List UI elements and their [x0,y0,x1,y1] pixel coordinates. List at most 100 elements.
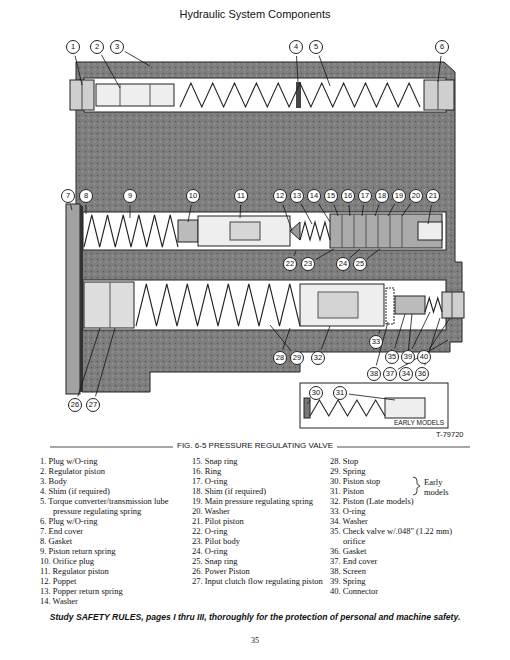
leader-line [349,205,350,216]
parts-list-item: 2. Regulator piston [40,466,185,476]
parts-list-item: 4. Shim (if required) [40,486,185,496]
leader-line [188,205,191,222]
callout-number: 9 [123,189,137,203]
callout-number: 32 [311,351,325,365]
leader-line [307,400,310,404]
callout-number: 15 [324,189,338,203]
upper-parts-shape [150,84,151,106]
parts-list-item: 19. Main pressure regulating spring [192,496,324,506]
parts-list-item: 26. Power Piston [192,566,324,576]
callout-number: 23 [301,257,315,271]
spring-coil [425,298,442,312]
upper-parts [70,80,454,110]
leader-line [379,330,380,334]
early-model-inset-shape [304,398,310,418]
middle-parts-shape [230,222,260,240]
upper-parts-shape [424,80,454,110]
leader-line [428,205,431,224]
parts-list-item: 28. Stop [330,456,458,466]
callout-number: 3 [110,40,124,54]
page-header: Hydraulic System Components [0,8,510,20]
lower-parts-shape [300,284,384,326]
leader-line [240,205,242,218]
leader-line [321,326,330,350]
valve-body [76,62,462,392]
spring-coil [300,222,330,240]
callout-number: 30 [309,386,323,400]
parts-list-item: 3. Body [40,476,185,486]
callout-number: 26 [68,398,82,412]
leader-line [316,249,334,260]
callout-number: 18 [375,189,389,203]
callout-number: 35 [385,350,399,364]
parts-list-item: 36. Gasket [330,546,458,556]
lower-parts-shape [452,292,453,318]
parts-list-item: 21. Pilot piston [192,516,324,526]
drawing-number: T-79720 [436,430,464,439]
figure-caption: FIG. 6-5 PRESSURE REGULATING VALVE [173,441,337,450]
callout-number: 39 [401,350,415,364]
leader-line [71,205,73,210]
parts-list-item: 7. End cover [40,526,185,536]
callout-number: 13 [290,189,304,203]
parts-list-item: 17. O-ring [192,476,324,486]
inset-label: EARLY MODELS [392,419,446,426]
parts-list-item: 24. O-ring [192,546,324,556]
spring-coil [84,215,178,247]
parts-list-item: 20. Washer [192,506,324,516]
leader-line [438,56,441,82]
leader-line [319,56,330,87]
leader-line [412,312,430,349]
leader-line [362,205,364,216]
callout-number: 19 [392,189,406,203]
leader-line [78,328,100,396]
leader-line [101,55,120,88]
parts-list-item: 14. Washer [40,596,185,606]
callout-number: 1 [66,40,80,54]
parts-column: 1. Plug w/O-ring2. Regulator piston3. Bo… [40,456,185,606]
leader-line [402,203,411,216]
callout-number: 31 [333,386,347,400]
leader-line [125,52,150,67]
bracket-note: Early models [424,477,464,497]
early-model-inset-shape [385,398,425,418]
parts-list-item: 12. Poppet [40,576,185,586]
middle-parts-shape [198,216,290,246]
callout-number: 34 [399,367,413,381]
callout-number: 16 [341,189,355,203]
parts-list-item: 10. Orifice plug [40,556,185,566]
lower-parts-shape [318,292,358,318]
bores-shape [84,78,446,112]
leader-line [283,205,292,232]
middle-parts-shape [178,220,198,242]
parts-list-item: 35. Check valve w/.048" (1.22 mm) orific… [330,526,458,546]
leader-line [349,394,395,400]
callout-number: 7 [61,189,75,203]
callout-number: 22 [283,257,297,271]
callout-number: 8 [79,189,93,203]
parts-list-item: 25. Snap ring [192,556,324,566]
callout-number: 11 [234,189,248,203]
parts-column: 15. Snap ring16. Ring17. O-ring18. Shim … [192,456,324,586]
parts-list-item: 29. Spring [330,466,458,476]
parts-list-item: 11. Regulator piston [40,566,185,576]
callout-number: 29 [290,351,304,365]
parts-list-item: 38. Screen [330,566,458,576]
leader-line [294,251,296,256]
leader-line [319,204,330,222]
parts-list-item: 32. Piston (Late models) [330,496,458,506]
parts-list-item: 37. End cover [330,556,458,566]
end-cover [66,204,83,394]
lower-parts-shape [386,288,394,324]
leader-line [297,56,299,82]
parts-list-item: 27. Input clutch flow regulating piston [192,576,324,586]
leader-line [334,205,338,217]
callout-number: 38 [367,367,381,381]
middle-parts-shape [330,214,442,248]
spring-coil [136,284,300,326]
middle-parts-shape [290,222,300,240]
callout-number: 25 [353,257,367,271]
end-cover-shape [66,204,80,394]
leader-line [395,314,405,348]
